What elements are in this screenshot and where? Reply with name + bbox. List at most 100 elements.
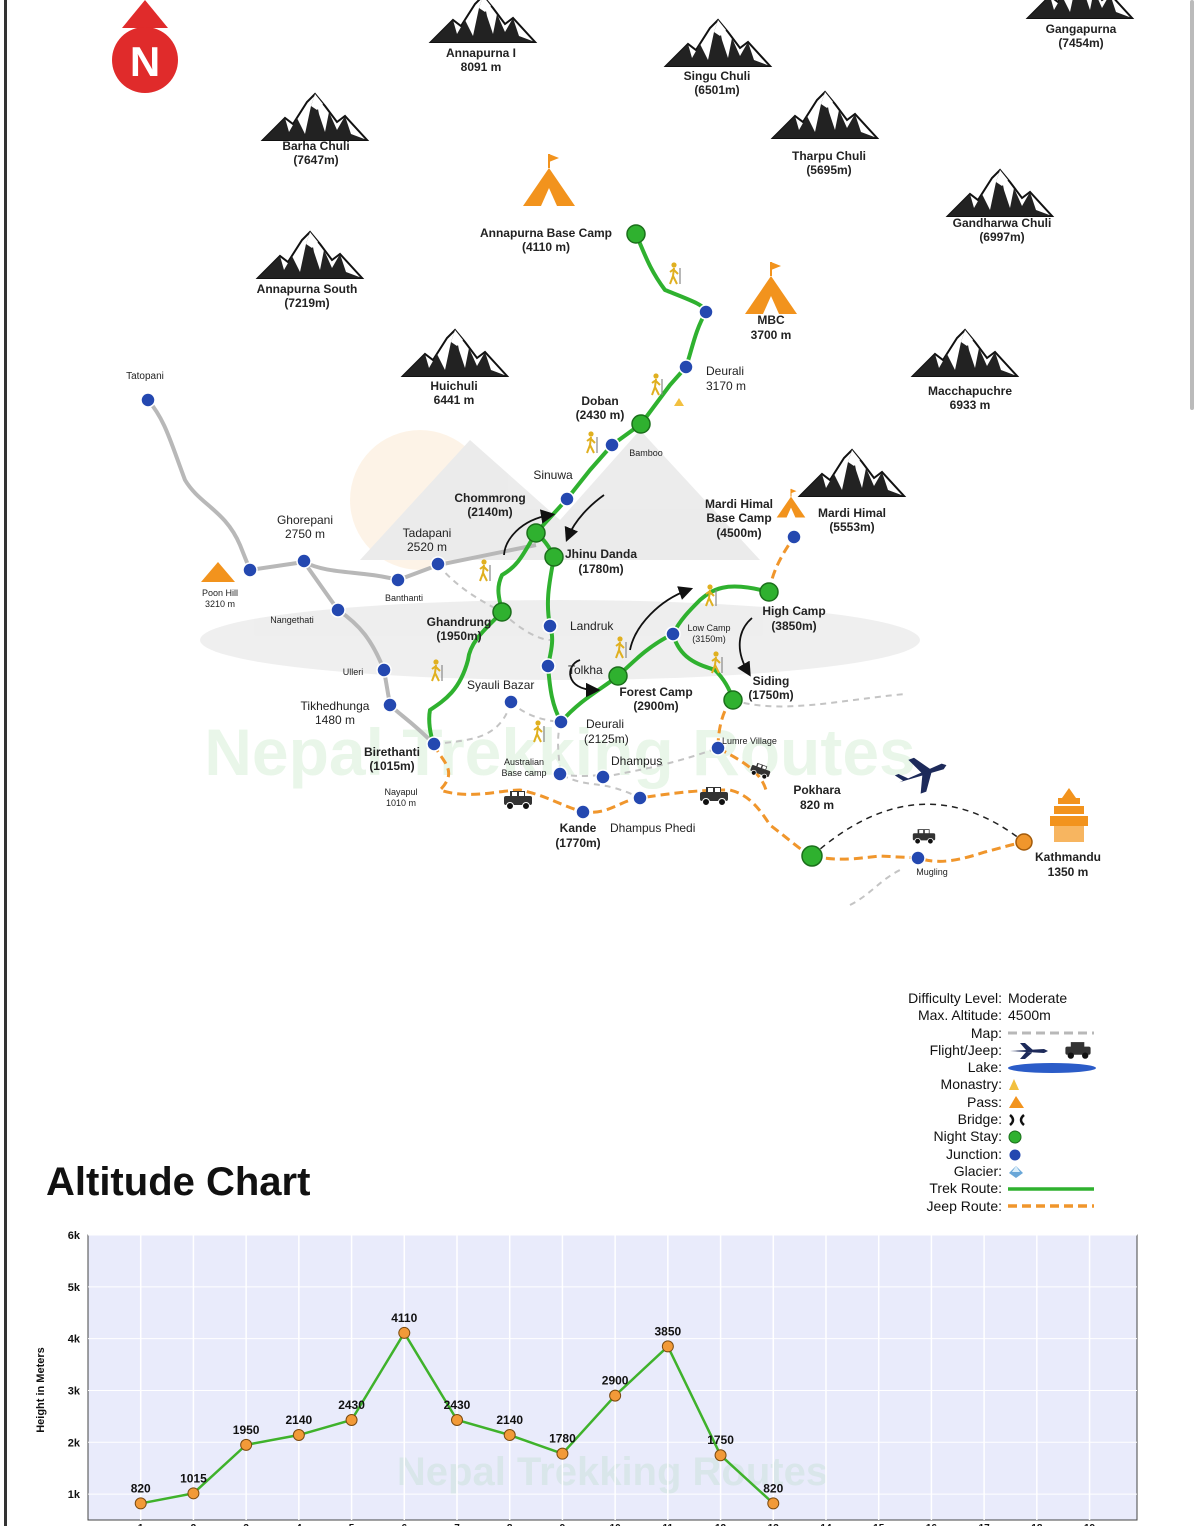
data-label: 820	[131, 1481, 151, 1495]
place-name: Doban	[581, 394, 618, 408]
place-alt: (2900m)	[633, 699, 678, 713]
peak-alt: (7454m)	[1058, 36, 1103, 50]
camp-tent-icon	[522, 153, 576, 207]
pass-icon	[1009, 1096, 1024, 1109]
mountain-icon	[1027, 0, 1133, 19]
peak-alt: (6997m)	[979, 230, 1024, 244]
place-alt: 2750 m	[285, 527, 325, 541]
x-tick-label: 11	[663, 1523, 674, 1526]
data-point	[556, 1447, 569, 1460]
camp-name: Annapurna Base Camp	[480, 226, 612, 240]
peak-name: Annapurna I	[446, 46, 516, 60]
peak-alt: (5553m)	[829, 520, 874, 534]
camp-name: Mardi Himal	[705, 497, 773, 511]
y-tick-label: 4k	[68, 1334, 81, 1346]
place-alt: (1015m)	[369, 759, 414, 773]
x-tick-label: 10	[610, 1523, 622, 1526]
flight-route	[811, 803, 1025, 857]
x-tick-label: 12	[715, 1523, 727, 1526]
legend-label: Map:	[970, 1024, 1002, 1041]
place-name: Chommrong	[454, 491, 525, 505]
legend-label: Night Stay:	[933, 1128, 1002, 1145]
scrollbar-thumb[interactable]	[1190, 0, 1194, 410]
glacier-icon	[1009, 1165, 1023, 1178]
place-name: Banthanti	[385, 593, 423, 603]
data-label: 1015	[180, 1471, 207, 1485]
data-point	[767, 1497, 780, 1510]
peak-name: Gandharwa Chuli	[953, 216, 1052, 230]
x-tick-label: 17	[979, 1523, 991, 1526]
peak-name: Mardi Himal	[818, 506, 886, 520]
mountain-icon	[799, 449, 905, 497]
data-point	[609, 1389, 622, 1402]
place-alt: 2520 m	[407, 540, 447, 554]
map-legend: Difficulty Level: Moderate Max. Altitude…	[880, 990, 1110, 1215]
peak-alt: 6933 m	[950, 398, 991, 412]
data-point	[714, 1449, 727, 1462]
direction-arrows	[503, 494, 753, 698]
altitude-chart: Height in Meters Nepal Trekking Routes12…	[35, 1230, 1138, 1526]
data-point	[187, 1487, 200, 1500]
camp-name: Poon Hill	[202, 588, 238, 598]
data-point	[240, 1438, 253, 1451]
data-label: 1780	[549, 1432, 576, 1446]
data-point	[661, 1340, 674, 1353]
x-tick-label: 4	[296, 1523, 302, 1526]
left-border	[4, 0, 7, 1526]
x-tick-label: 5	[349, 1523, 355, 1526]
legend-row: Flight/Jeep:	[880, 1041, 1110, 1059]
place-alt: 3170 m	[706, 379, 746, 393]
data-label: 4110	[391, 1311, 417, 1325]
place-name: Tolkha	[568, 663, 603, 677]
junction-nodes	[140, 304, 926, 866]
legend-row: Bridge:	[880, 1111, 1110, 1128]
airplane-icon	[894, 757, 947, 794]
monastery-icon	[674, 398, 684, 406]
pass-icon	[201, 562, 235, 582]
bridge-icon	[1009, 1113, 1025, 1126]
legend-value: Moderate	[1008, 990, 1068, 1006]
legend-label: Difficulty Level:	[908, 990, 1002, 1006]
legend-row: Monastry:	[880, 1076, 1110, 1093]
legend-row: Night Stay:	[880, 1128, 1110, 1145]
place-alt: (1780m)	[578, 562, 623, 576]
lake-swatch	[1008, 1062, 1096, 1073]
compass: N	[112, 0, 178, 93]
peak-name: Annapurna South	[257, 282, 358, 296]
x-tick-label: 18	[1031, 1523, 1043, 1526]
junction-icon	[1009, 1149, 1021, 1161]
trek-line-swatch	[1008, 1187, 1094, 1191]
data-label: 3850	[654, 1324, 681, 1338]
legend-row: Jeep Route:	[880, 1198, 1110, 1215]
place-name: Siding	[753, 674, 790, 688]
data-point	[292, 1429, 305, 1442]
legend-label: Max. Altitude:	[917, 1007, 1002, 1024]
x-tick-label: 1	[138, 1523, 144, 1526]
mountain-icon	[665, 19, 771, 67]
data-label: 1950	[233, 1423, 260, 1437]
place-alt: (3850m)	[771, 619, 816, 633]
peak-alt: (6501m)	[694, 83, 739, 97]
legend-label: Glacier:	[953, 1162, 1002, 1179]
camp-alt: 3700 m	[751, 328, 792, 342]
data-label: 2140	[496, 1413, 523, 1427]
peak-alt: (7647m)	[293, 153, 338, 167]
data-label: 2430	[444, 1398, 471, 1412]
x-tick-label: 2	[191, 1523, 197, 1526]
legend-label: Junction:	[945, 1145, 1002, 1162]
legend-row: Max. Altitude: 4500m	[880, 1007, 1110, 1024]
place-name: Syauli Bazar	[467, 678, 534, 692]
legend-row: Difficulty Level: Moderate	[880, 990, 1110, 1007]
place-alt: 1350 m	[1048, 865, 1089, 879]
y-tick-label: 2k	[68, 1437, 81, 1449]
place-alt: (1950m)	[436, 629, 481, 643]
place-alt: 1010 m	[386, 798, 416, 808]
temple-icon	[1050, 788, 1088, 842]
hiker-icon	[586, 430, 598, 454]
map-line-swatch	[1008, 1031, 1094, 1035]
hiker-icon	[479, 558, 491, 582]
data-label: 820	[763, 1481, 783, 1495]
hiker-icon	[669, 261, 681, 285]
plot-background	[87, 1234, 1138, 1521]
data-label: 2900	[602, 1374, 629, 1388]
